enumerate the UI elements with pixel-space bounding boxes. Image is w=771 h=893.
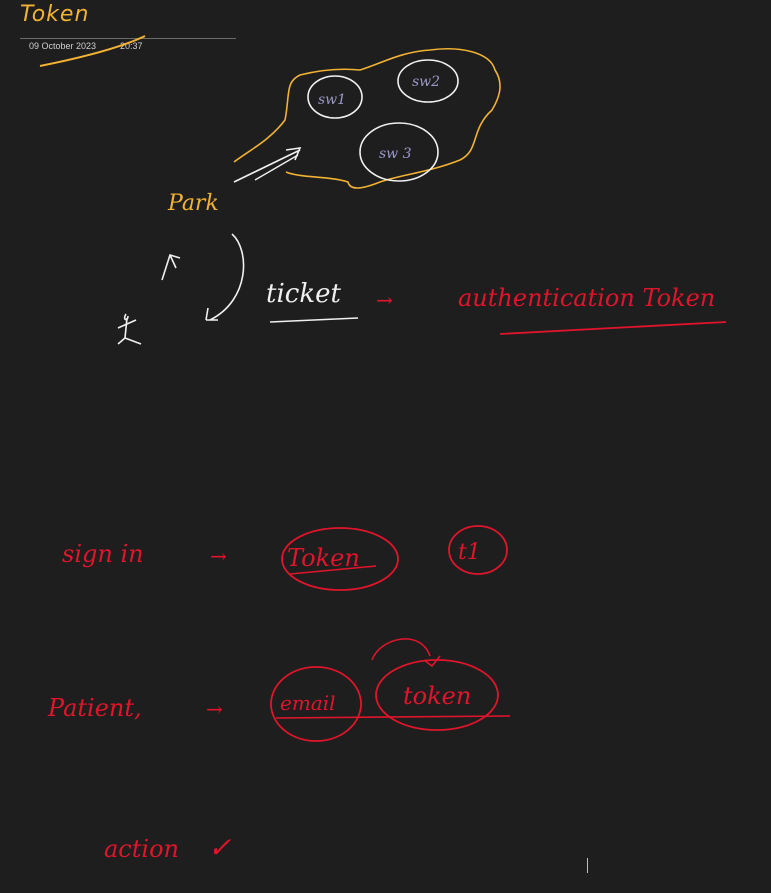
page-time: 20:37	[120, 41, 143, 51]
patient-label: Patient,	[47, 694, 142, 722]
action-label: action	[104, 835, 179, 863]
token-1-label: Token	[287, 544, 360, 572]
park-to-cloud-arrow	[233, 147, 302, 183]
arrow-3: →	[206, 697, 223, 721]
ticket-label: ticket	[266, 279, 341, 309]
auth-token-label: authentication Token	[458, 284, 715, 312]
cloud-item-sw1: sw1	[318, 92, 346, 108]
arrow-1: →	[376, 288, 393, 312]
t1-circle	[448, 525, 508, 575]
ticket-underline	[269, 317, 359, 323]
token-1-underline	[289, 565, 377, 575]
sw2-circle	[397, 59, 459, 103]
cloud-shape	[233, 48, 501, 189]
title-divider	[20, 38, 236, 39]
stick-figure	[117, 313, 142, 345]
patient-row-underline	[275, 715, 511, 719]
page-title[interactable]: Token	[20, 2, 90, 27]
cloud-item-sw2: sw2	[412, 74, 440, 90]
token-1-circle	[281, 527, 399, 591]
email-circle	[270, 666, 362, 742]
page-date: 09 October 2023	[29, 41, 97, 51]
sign-in-label: sign in	[62, 540, 144, 568]
check-mark: ✓	[208, 831, 232, 864]
text-cursor	[587, 858, 588, 873]
t1-label: t1	[458, 540, 481, 565]
sw3-circle	[359, 122, 439, 182]
up-arrow	[161, 254, 181, 281]
curved-arrow	[205, 233, 245, 321]
arrow-2: →	[210, 544, 227, 568]
park-label: Park	[167, 191, 219, 216]
title-underline-stroke	[39, 35, 146, 67]
email-to-token-arrow	[371, 638, 441, 668]
token-2-label: token	[403, 682, 471, 710]
auth-token-underline	[499, 321, 727, 335]
sw1-circle	[307, 75, 363, 119]
email-label: email	[280, 691, 336, 715]
park-to-cloud-arrow-2	[254, 154, 299, 181]
cloud-item-sw3: sw 3	[379, 146, 412, 162]
